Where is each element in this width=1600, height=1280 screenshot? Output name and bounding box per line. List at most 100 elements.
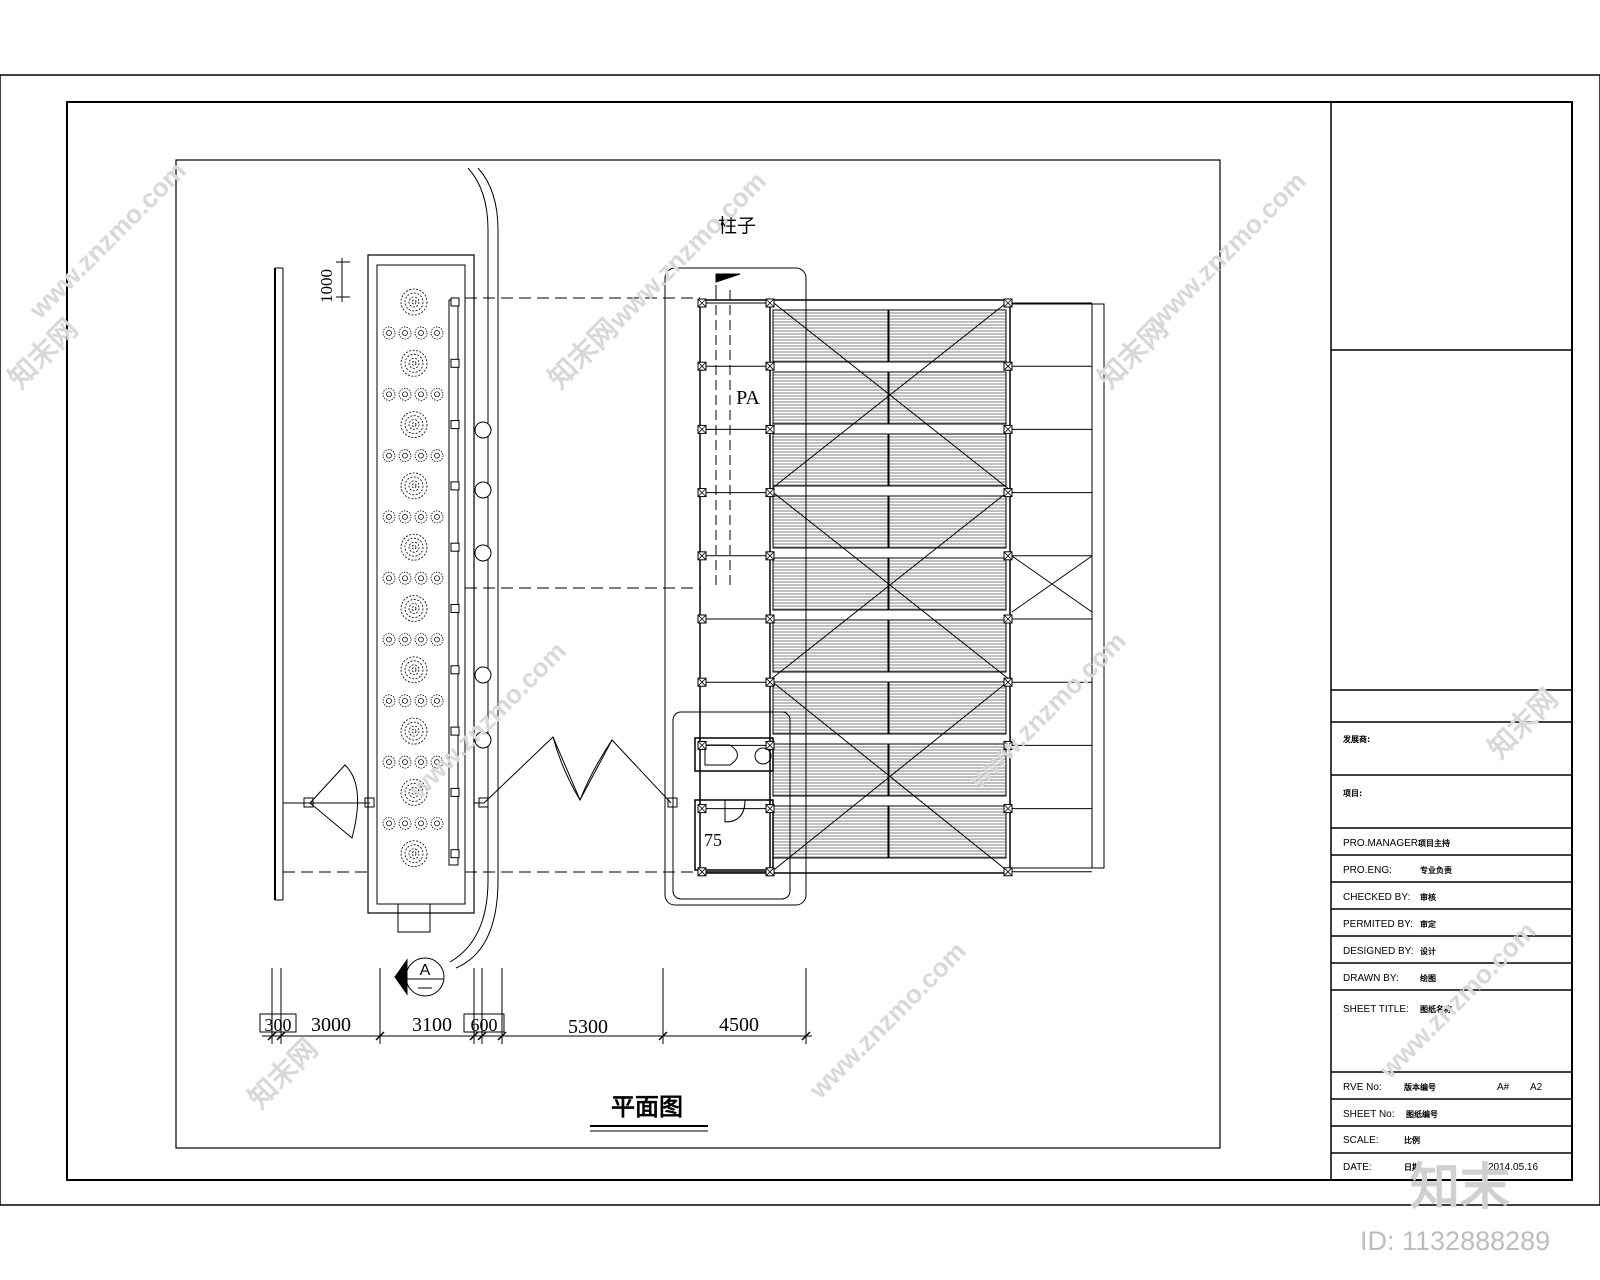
post-marker	[450, 420, 460, 430]
big-tree	[400, 349, 428, 377]
column-col-mid	[765, 740, 775, 750]
dimension-tick	[658, 1031, 668, 1041]
slat-panel	[888, 309, 1007, 363]
column-col-mid	[765, 804, 775, 814]
slat-panel	[888, 681, 1007, 735]
watermark-url: www.znzmo.com	[22, 156, 191, 325]
column-col-right	[1003, 867, 1013, 877]
dim-300: 300	[265, 1015, 292, 1035]
small-shrub	[430, 755, 444, 769]
checked-by-value: 审核	[1420, 892, 1436, 902]
vertical-dimension-text: 1000	[317, 269, 336, 303]
slat-panel	[888, 433, 1007, 487]
column-col-mid	[765, 677, 775, 687]
big-tree	[400, 779, 428, 806]
sheet-size-value: A2	[1530, 1082, 1543, 1093]
watermark-url: www.znzmo.com	[1142, 166, 1311, 335]
column-col-mid	[765, 361, 775, 371]
column-col-left	[697, 867, 707, 877]
column-label: 柱子	[718, 215, 756, 237]
sheet-no-value: 图纸编号	[1406, 1109, 1438, 1119]
dim-600: 600	[471, 1015, 498, 1035]
small-shrub	[398, 571, 412, 585]
small-shrub	[430, 633, 444, 646]
slat-panel	[888, 743, 1007, 797]
vertical-dimension	[336, 258, 350, 302]
small-shrub	[430, 694, 444, 708]
date-label: DATE:	[1343, 1162, 1372, 1173]
big-tree	[400, 472, 428, 500]
designed-by-value: 设计	[1420, 946, 1436, 956]
small-shrub	[398, 510, 412, 524]
post-marker	[450, 481, 460, 491]
scale-label: SCALE:	[1343, 1135, 1379, 1146]
drawn-by-value: 绘图	[1420, 973, 1436, 983]
post-marker	[450, 297, 460, 307]
logo-watermark: 知末	[1410, 1159, 1510, 1215]
rve-no-value: 版本编号	[1403, 1082, 1436, 1092]
post-marker	[450, 849, 460, 859]
dim-5300: 5300	[568, 1016, 608, 1038]
column-col-mid	[765, 298, 775, 308]
alignment-lines	[283, 297, 700, 873]
planter-strip	[274, 167, 499, 969]
column-col-left	[697, 677, 707, 687]
slat-panel	[772, 309, 889, 363]
slat-panel	[772, 495, 889, 549]
drawn-by-label: DRAWN BY:	[1343, 973, 1399, 984]
post-marker	[450, 604, 460, 613]
small-shrub	[414, 817, 428, 830]
watermark-cn: 知末网	[2, 312, 85, 395]
small-shrub	[398, 817, 412, 830]
lamp-marker	[474, 481, 492, 499]
gate-swing	[283, 764, 375, 839]
small-shrub	[398, 755, 412, 769]
drawing-area-frame	[175, 159, 1221, 1149]
permited-by-value: 审定	[1420, 919, 1436, 929]
pro-eng-label: PRO.ENG:	[1343, 865, 1392, 876]
slat-panel	[888, 557, 1007, 611]
roof-slat-panels	[772, 309, 1007, 859]
watermark-cn: 知末网	[1482, 682, 1565, 765]
small-shrub	[382, 633, 396, 646]
sheet-size-label: A#	[1497, 1082, 1510, 1093]
watermark-url: www.znzmo.com	[602, 166, 771, 335]
dimension-tick	[801, 1031, 811, 1041]
lamp-marker	[474, 666, 492, 684]
section-marker	[394, 957, 445, 997]
dimension-chain	[259, 968, 812, 1044]
date-text: 2014.05.16	[1488, 1162, 1538, 1173]
small-shrub	[414, 387, 428, 401]
small-shrub	[414, 755, 428, 769]
project-label: 项目:	[1343, 789, 1362, 798]
dimension-ticks	[267, 1031, 811, 1041]
column-col-left	[697, 551, 707, 561]
dimension-tick	[477, 1031, 487, 1041]
small-shrub	[414, 633, 428, 646]
column-col-left	[697, 804, 707, 814]
watermark-cn: 知末网	[542, 312, 625, 395]
big-tree	[400, 656, 428, 684]
dimension-tick	[375, 1031, 385, 1041]
lamp-marker	[474, 544, 492, 562]
small-shrub	[382, 387, 396, 401]
big-tree	[400, 595, 428, 622]
client-label: 发展商:	[1342, 734, 1370, 744]
small-shrub	[430, 571, 444, 585]
scale-value: 比例	[1404, 1135, 1420, 1145]
column-col-right	[1003, 804, 1013, 814]
sheet-no-label: SHEET No:	[1343, 1109, 1395, 1120]
column-col-left	[697, 740, 707, 750]
checked-by-label: CHECKED BY:	[1343, 892, 1410, 903]
pro-manager-value: 项目主持	[1418, 838, 1450, 848]
dim-4500: 4500	[719, 1014, 759, 1036]
small-shrub	[382, 571, 396, 585]
column-col-right	[1003, 424, 1013, 434]
slat-panel	[772, 619, 889, 673]
rve-no-label: RVE No:	[1343, 1082, 1382, 1093]
column-col-mid	[765, 614, 775, 624]
small-shrub	[414, 571, 428, 585]
small-shrub	[398, 326, 412, 340]
big-tree	[400, 533, 428, 561]
